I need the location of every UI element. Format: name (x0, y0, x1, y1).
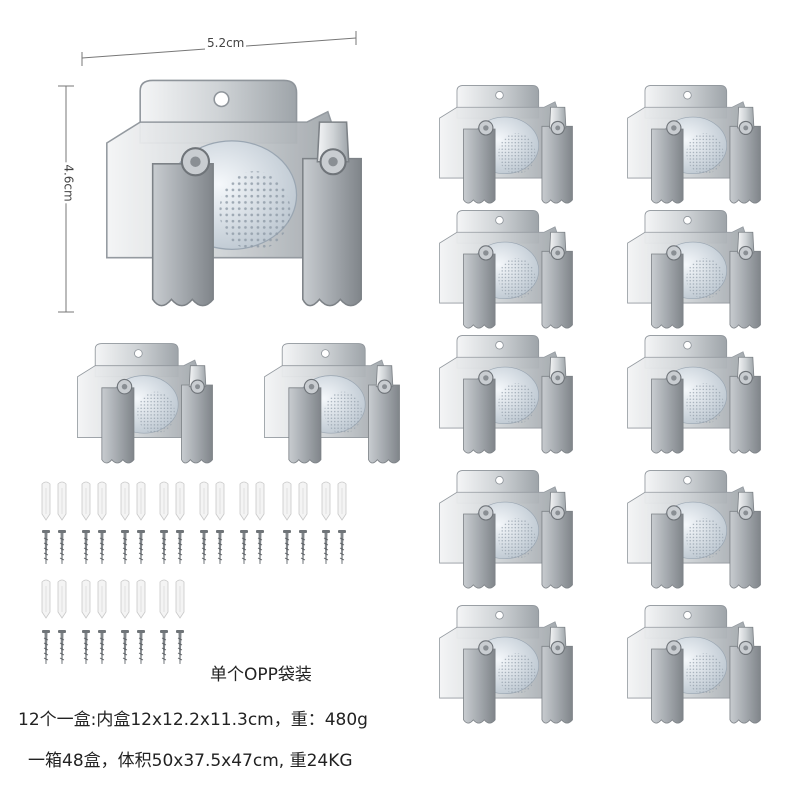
small-holder-image (627, 209, 761, 329)
width-dimension-label: 5.2cm (205, 36, 247, 50)
small-holder-image (439, 469, 573, 589)
anchor-screw-set (282, 481, 308, 565)
small-holder-image (627, 334, 761, 454)
anchor-screw-set (81, 579, 107, 665)
anchor-screw-set (41, 579, 67, 665)
anchor-screw-set (321, 481, 347, 565)
anchor-screw-set (199, 481, 225, 565)
small-holder-image (439, 604, 573, 724)
anchor-screw-set (41, 481, 67, 565)
small-holder-image (627, 469, 761, 589)
small-holder-image (627, 604, 761, 724)
anchor-screw-set (239, 481, 265, 565)
small-holder-image (439, 84, 573, 204)
small-holder-image (439, 209, 573, 329)
anchor-screw-set (120, 579, 146, 665)
anchor-screw-set (159, 579, 185, 665)
small-holder-image (439, 334, 573, 454)
anchor-screw-set (159, 481, 185, 565)
packaging-caption: 单个OPP袋装 (210, 665, 312, 685)
anchor-screw-set (120, 481, 146, 565)
anchor-screw-set (81, 481, 107, 565)
carton-spec-caption: 一箱48盒，体积50x37.5x47cm, 重24KG (28, 751, 353, 771)
small-holder-image (627, 84, 761, 204)
box-spec-caption: 12个一盒:内盒12x12.2x11.3cm，重：480g (18, 710, 368, 730)
